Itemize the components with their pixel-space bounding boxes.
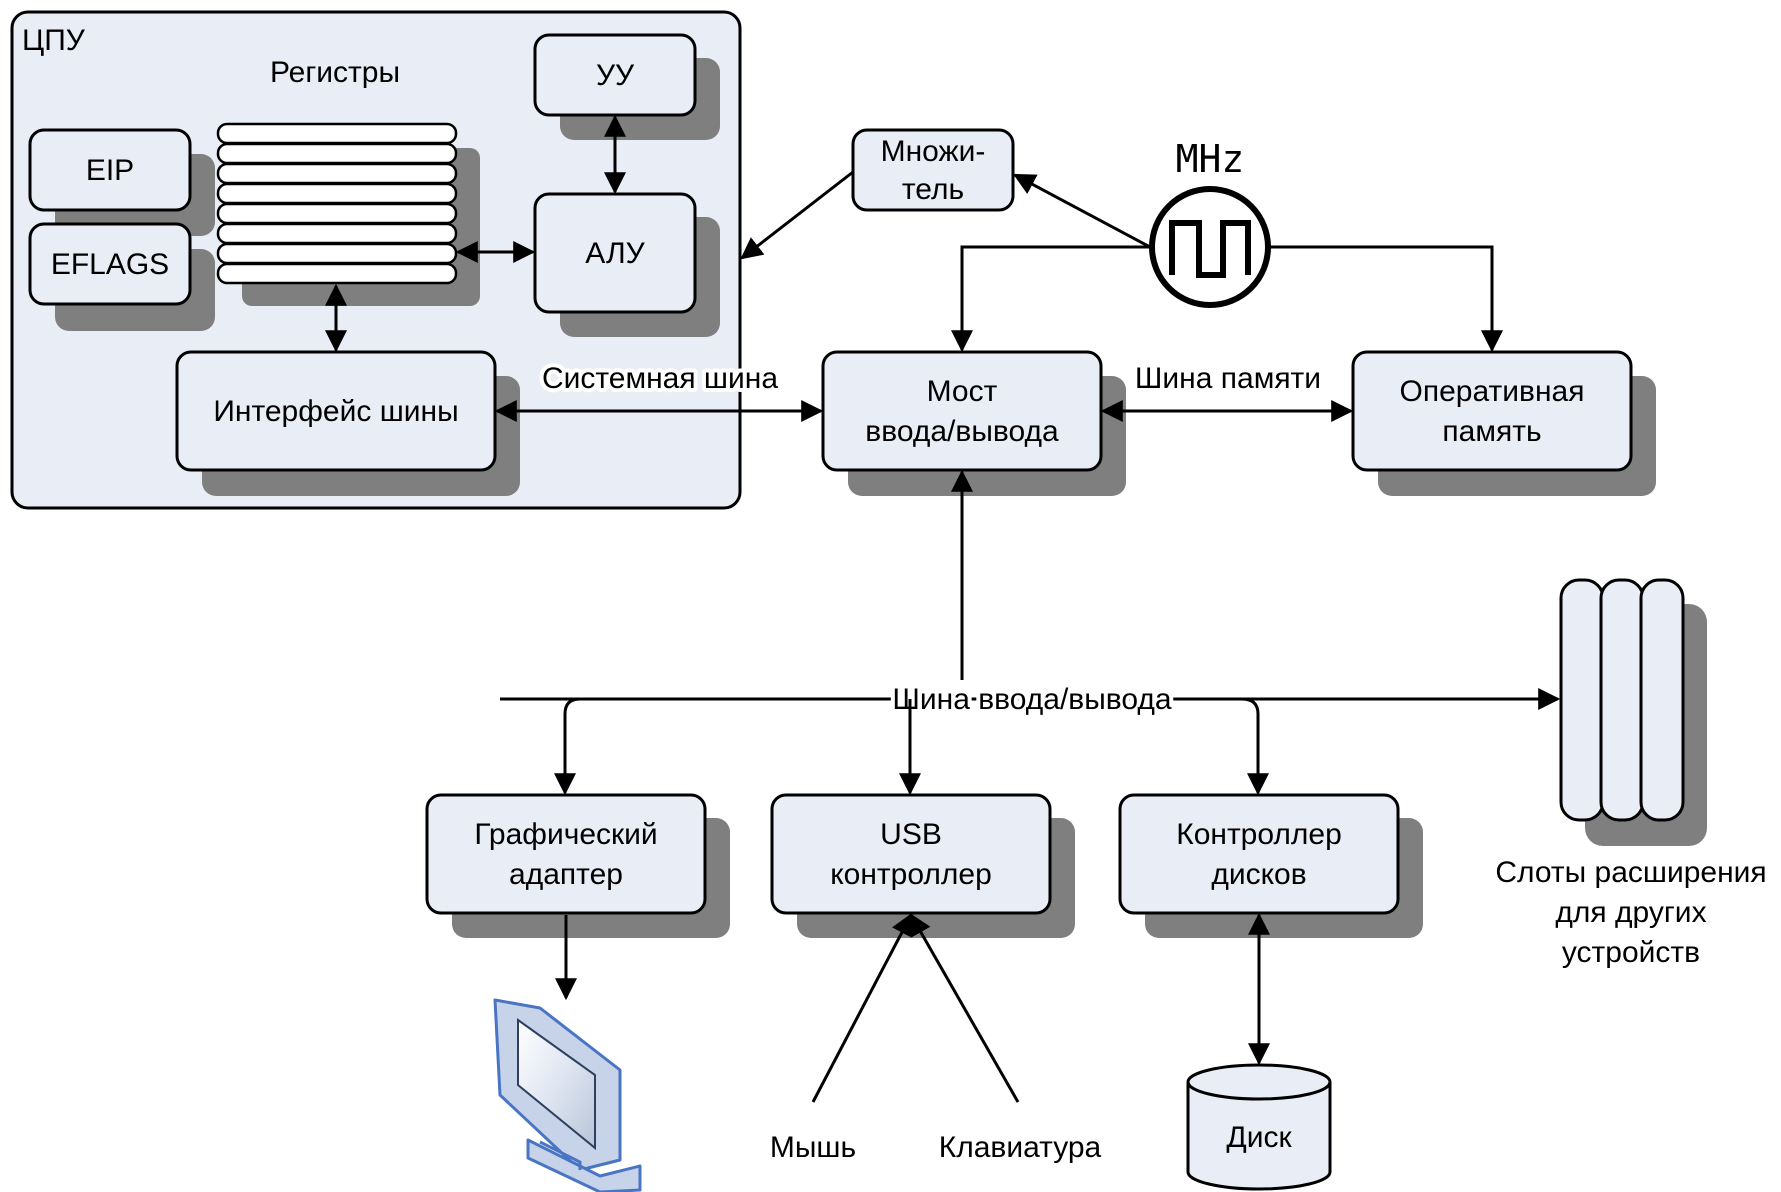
io-bus-to-disk-controller-connector	[1241, 697, 1269, 796]
system-bus-label: Системная шина	[542, 362, 778, 395]
mouse-to-usb-connector	[811, 913, 913, 1103]
eip-register: EIP	[28, 128, 215, 236]
monitor-icon	[493, 998, 642, 1192]
ram-line-1: Оперативная	[1400, 375, 1585, 408]
usb-controller-line-1: USB	[880, 818, 942, 851]
eflags-label: EFLAGS	[51, 248, 169, 281]
io-bus-label: Шина ввода/вывода	[892, 683, 1172, 716]
usb-controller-line-2: контроллер	[830, 858, 992, 891]
memory-bus-label: Шина памяти	[1135, 362, 1321, 395]
disk-label: Диск	[1226, 1121, 1292, 1154]
keyboard-label: Клавиатура	[939, 1131, 1102, 1164]
io-bridge-line-2: ввода/вывода	[865, 415, 1059, 448]
io-bridge: Мост ввода/вывода	[821, 350, 1126, 496]
multiplier: Множи- тель	[851, 128, 1015, 212]
cpu-block: ЦПУ Регистры EIP EFLAGS	[10, 10, 742, 510]
registers-label: Регистры	[270, 56, 400, 89]
mouse-label: Мышь	[770, 1131, 856, 1164]
expansion-slots-line-1: Слоты расширения	[1495, 856, 1766, 889]
clock-generator-icon	[1149, 186, 1271, 308]
io-bridge-line-1: Мост	[927, 375, 998, 408]
keyboard-to-usb-connector	[909, 913, 1020, 1103]
multiplier-line-1: Множи-	[881, 135, 986, 168]
clock-to-multiplier-connector	[1013, 173, 1151, 249]
expansion-slots-line-2: для других	[1555, 896, 1706, 929]
clock-label: MHz	[1176, 137, 1245, 181]
multiplier-line-2: тель	[902, 173, 964, 206]
graphics-adapter-line-1: Графический	[474, 818, 657, 851]
expansion-slots	[1559, 578, 1707, 846]
clock-to-bridge-connector	[951, 245, 1150, 353]
usb-controller: USB контроллер	[770, 793, 1075, 938]
control-unit: УУ	[533, 33, 720, 140]
disk-controller: Контроллер дисков	[1118, 793, 1423, 938]
bus-interface-label: Интерфейс шины	[213, 395, 458, 428]
expansion-slots-line-3: устройств	[1562, 936, 1700, 969]
alu-label: АЛУ	[585, 237, 645, 270]
clock-to-ram-connector	[1270, 245, 1503, 353]
ram-line-2: память	[1442, 415, 1541, 448]
disk-controller-line-2: дисков	[1211, 858, 1306, 891]
bus-interface: Интерфейс шины	[175, 350, 520, 496]
cpu-title: ЦПУ	[22, 24, 86, 57]
multiplier-to-cpu-connector	[740, 170, 854, 260]
io-bus-to-graphics-connector	[554, 697, 581, 796]
eip-label: EIP	[86, 154, 134, 187]
eflags-register: EFLAGS	[28, 222, 215, 331]
alu: АЛУ	[533, 192, 720, 337]
ram: Оперативная память	[1351, 350, 1656, 496]
register-stack	[216, 122, 480, 306]
graphics-adapter: Графический адаптер	[425, 793, 730, 938]
disk-controller-line-1: Контроллер	[1176, 818, 1342, 851]
graphics-adapter-line-2: адаптер	[509, 858, 623, 891]
disk-icon: Диск	[1186, 1063, 1332, 1191]
control-unit-label: УУ	[596, 59, 635, 92]
